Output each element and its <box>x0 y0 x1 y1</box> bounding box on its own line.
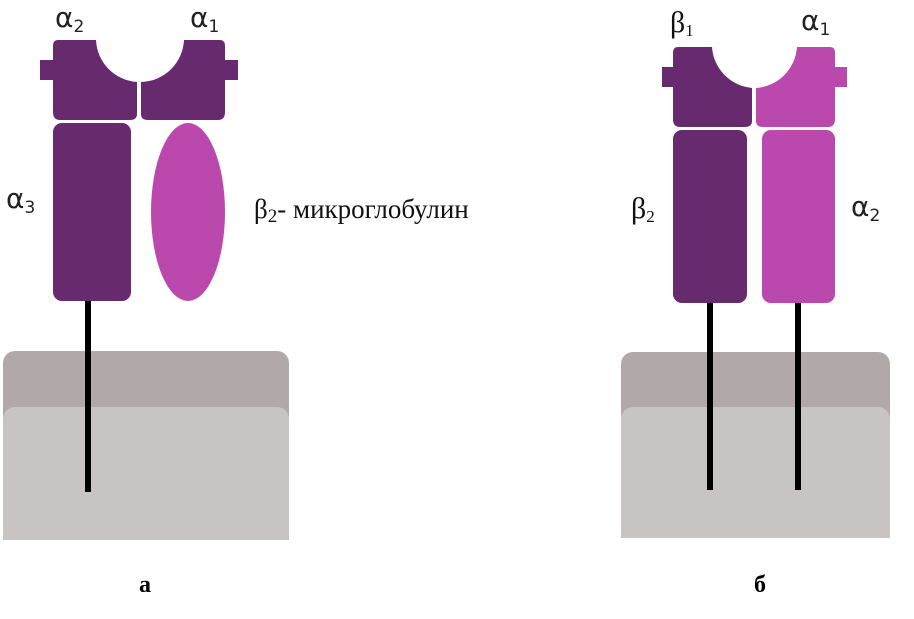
alpha-transmembrane-anchor <box>795 300 801 490</box>
panel-b-mhc-class-ii: β1 α1 β2 α2 б <box>621 4 890 598</box>
beta-transmembrane-anchor <box>707 300 713 490</box>
caption-a: а <box>139 572 151 598</box>
beta2-domain <box>673 130 747 303</box>
cell-membrane <box>621 352 890 538</box>
label-alpha2: α2 <box>851 190 880 226</box>
panel-a-mhc-class-i: α2 α1 α3 β2- микроглобулин а <box>3 1 469 598</box>
alpha1-domain <box>756 47 847 127</box>
label-alpha3: α3 <box>6 182 35 218</box>
alpha3-domain <box>53 123 131 301</box>
label-alpha1: α1 <box>190 1 219 37</box>
transmembrane-anchor <box>85 298 91 492</box>
label-beta1: β1 <box>670 6 694 40</box>
label-alpha2: α2 <box>55 1 84 37</box>
cell-membrane <box>3 351 289 540</box>
label-beta2: β2 <box>631 192 655 226</box>
caption-b: б <box>754 572 766 598</box>
beta2-microglobulin-domain <box>151 123 225 301</box>
beta1-domain <box>662 47 752 127</box>
label-beta2-microglobulin: β2- микроглобулин <box>254 194 469 227</box>
alpha2-domain <box>762 130 835 303</box>
label-alpha1: α1 <box>801 4 830 40</box>
alpha2-domain <box>40 40 137 120</box>
alpha1-domain <box>141 40 238 120</box>
